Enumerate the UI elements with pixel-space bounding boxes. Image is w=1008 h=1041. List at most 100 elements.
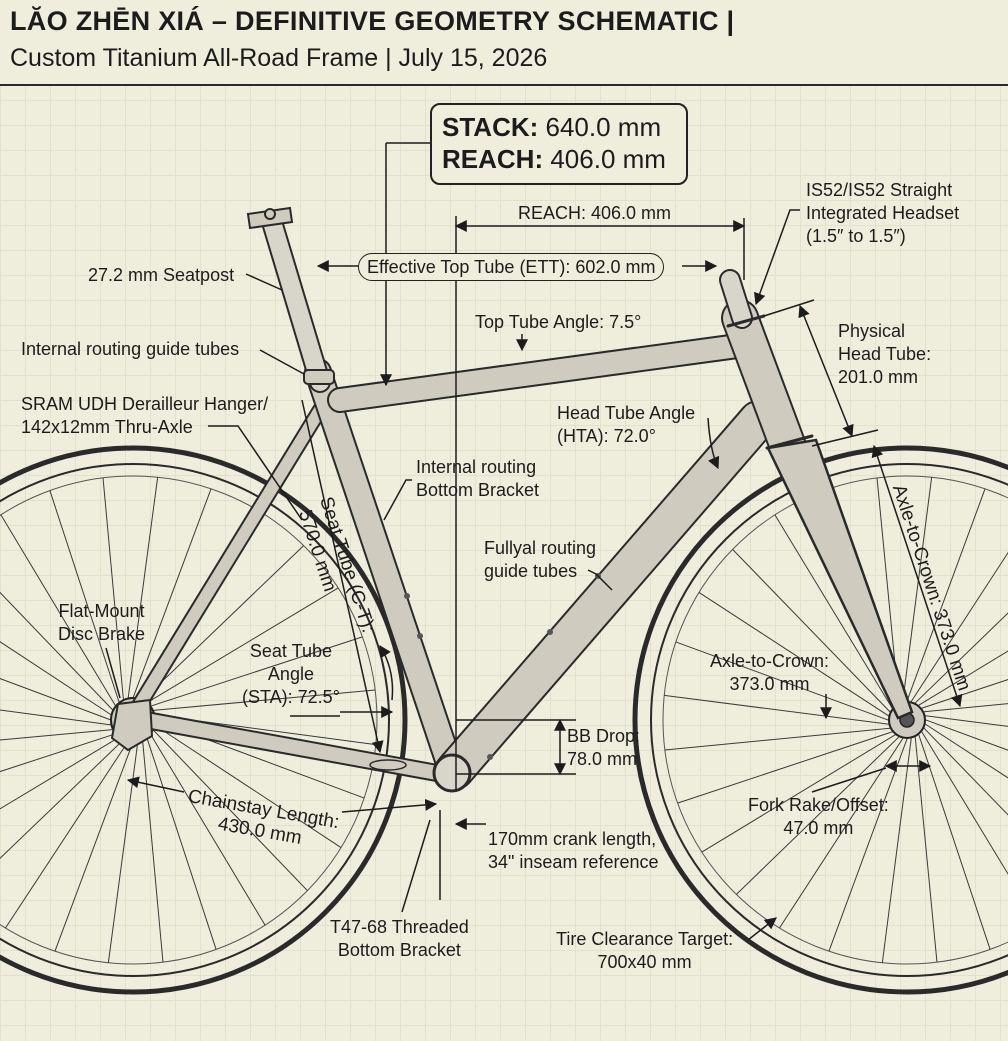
fork-rake-line-1: Fork Rake/Offset: [748,795,889,815]
spoke [0,728,123,741]
spoke [0,678,120,724]
spoke [917,714,1008,727]
derailleur-line-2: 142x12mm Thru-Axle [21,417,193,437]
ett-dimension-label: Effective Top Tube (ETT): 602.0 mm [358,253,665,281]
spoke [145,725,266,926]
derailleur-hanger-label: SRAM UDH Derailleur Hanger/ 142x12mm Thr… [21,393,268,439]
sta-line-1: Seat Tube [249,641,332,661]
bb-line-1: T47-68 Threaded [330,917,469,937]
fullyal-line-1: Fullyal routing [484,538,597,558]
spoke [143,689,376,712]
tire-clearance-label: Tire Clearance Target: 700x40 mm [556,928,733,974]
spoke [675,641,896,724]
tire-clearance-line-2: 700x40 mm [597,952,692,972]
headset-label: IS52/IS52 Straight Integrated Headset (1… [806,179,959,248]
frame [110,206,914,793]
top-tube-angle-label: Top Tube Angle: 7.5° [475,312,642,332]
spoke [102,477,125,710]
head-tube-length-label: Physical Head Tube: 201.0 mm [838,320,931,389]
a2c-line-1: Axle-to-Crown: [710,651,830,671]
bb-drop-label: BB Drop: 78.0 mm [567,725,640,771]
spoke [732,549,896,718]
stack-reach-summary: STACK: 640.0 mm REACH: 406.0 mm [430,103,688,185]
spoke [0,709,121,727]
spoke [918,719,1008,779]
reach-label: REACH: [442,144,544,174]
stack-label: STACK: [442,112,539,142]
head-tube-line-3: 201.0 mm [838,367,919,387]
spoke [0,641,120,721]
headset-line-3: (1.5″ to 1.5″) [806,226,906,246]
spoke [141,636,363,710]
reach-dimension-label: REACH: 406.0 mm [518,203,672,223]
routing-bb-line-2: Bottom Bracket [416,480,540,500]
disc-brake-label: Flat-Mount Disc Brake [58,600,145,646]
spoke [129,488,212,707]
spoke [0,732,128,810]
spoke [0,591,120,718]
bb-drop-line-1: BB Drop: [567,726,641,746]
spoke [698,592,896,721]
derailleur-line-1: SRAM UDH Derailleur Hanger/ [21,394,269,414]
fork-rake-line-2: 47.0 mm [783,818,854,838]
spoke [54,733,137,952]
spoke [916,703,1008,714]
spoke [146,719,342,848]
headset-line-1: IS52/IS52 Straight [806,180,953,200]
spoke [5,733,134,929]
sta-line-3: (STA): 72.5° [242,687,340,707]
spoke [917,724,1008,875]
bb-drop-line-2: 78.0 mm [567,749,638,769]
head-tube-line-1: Physical [838,321,906,341]
spoke [664,726,898,751]
spoke [677,728,900,804]
spoke [913,729,938,963]
spoke [138,587,339,708]
crank-line-2: 34" inseam reference [488,852,659,872]
internal-routing-guide-label: Internal routing guide tubes [21,339,240,359]
crank-length-label: 170mm crank length, 34" inseam reference [488,828,658,874]
spoke [0,733,131,860]
seat-tube-angle-label: Seat Tube Angle (STA): 72.5° [242,640,340,709]
disc-brake-line-2: Disc Brake [58,624,146,644]
spoke [141,730,164,963]
fullyal-line-2: guide tubes [484,561,578,581]
spoke [0,730,125,773]
bottom-bracket-label: T47-68 Threaded Bottom Bracket [330,916,469,962]
spoke [918,722,1008,816]
fullyal-routing-label: Fullyal routing guide tubes [484,537,596,583]
hta-line-1: Head Tube Angle [557,403,696,423]
spoke [915,727,991,950]
spoke [126,477,159,708]
dimension-lines [105,142,963,941]
spoke [918,716,1008,751]
title-bar: LĂO ZHĒN XIÁ – DEFINITIVE GEOMETRY SCHEM… [0,0,1008,86]
spoke [107,732,140,963]
spoke [143,728,217,950]
head-tube-angle-label: Head Tube Angle (HTA): 72.0° [557,402,695,448]
tire-clearance-line-1: Tire Clearance Target: [556,929,734,949]
spoke [664,694,897,726]
sta-line-2: Angle [267,664,314,684]
axle-to-crown-label: Axle-to-Crown: 373.0 mm [710,650,829,696]
crank-line-1: 170mm crank length, [488,829,657,849]
spoke [49,490,123,712]
hta-line-2: (HTA): 72.0° [557,426,656,446]
schematic-title: LĂO ZHĒN XIÁ – DEFINITIVE GEOMETRY SCHEM… [10,6,735,36]
headset-line-2: Integrated Headset [806,203,960,223]
seatpost-label: 27.2 mm Seatpost [88,265,235,285]
internal-routing-bb-label: Internal routing Bottom Bracket [416,456,539,502]
schematic-subtitle: Custom Titanium All-Road Frame | July 15… [10,44,548,72]
reach-value: 406.0 mm [550,144,666,174]
spoke [701,730,903,853]
spoke [0,514,121,715]
spoke [736,731,905,895]
fork-rake-label: Fork Rake/Offset: 47.0 mm [748,794,889,840]
disc-brake-line-1: Flat-Mount [58,601,145,621]
bb-line-2: Bottom Bracket [337,940,461,960]
head-tube-line-2: Head Tube: [838,344,932,364]
routing-bb-line-1: Internal routing [416,457,537,477]
stack-value: 640.0 mm [545,112,662,142]
a2c-line-2: 373.0 mm [729,674,810,694]
